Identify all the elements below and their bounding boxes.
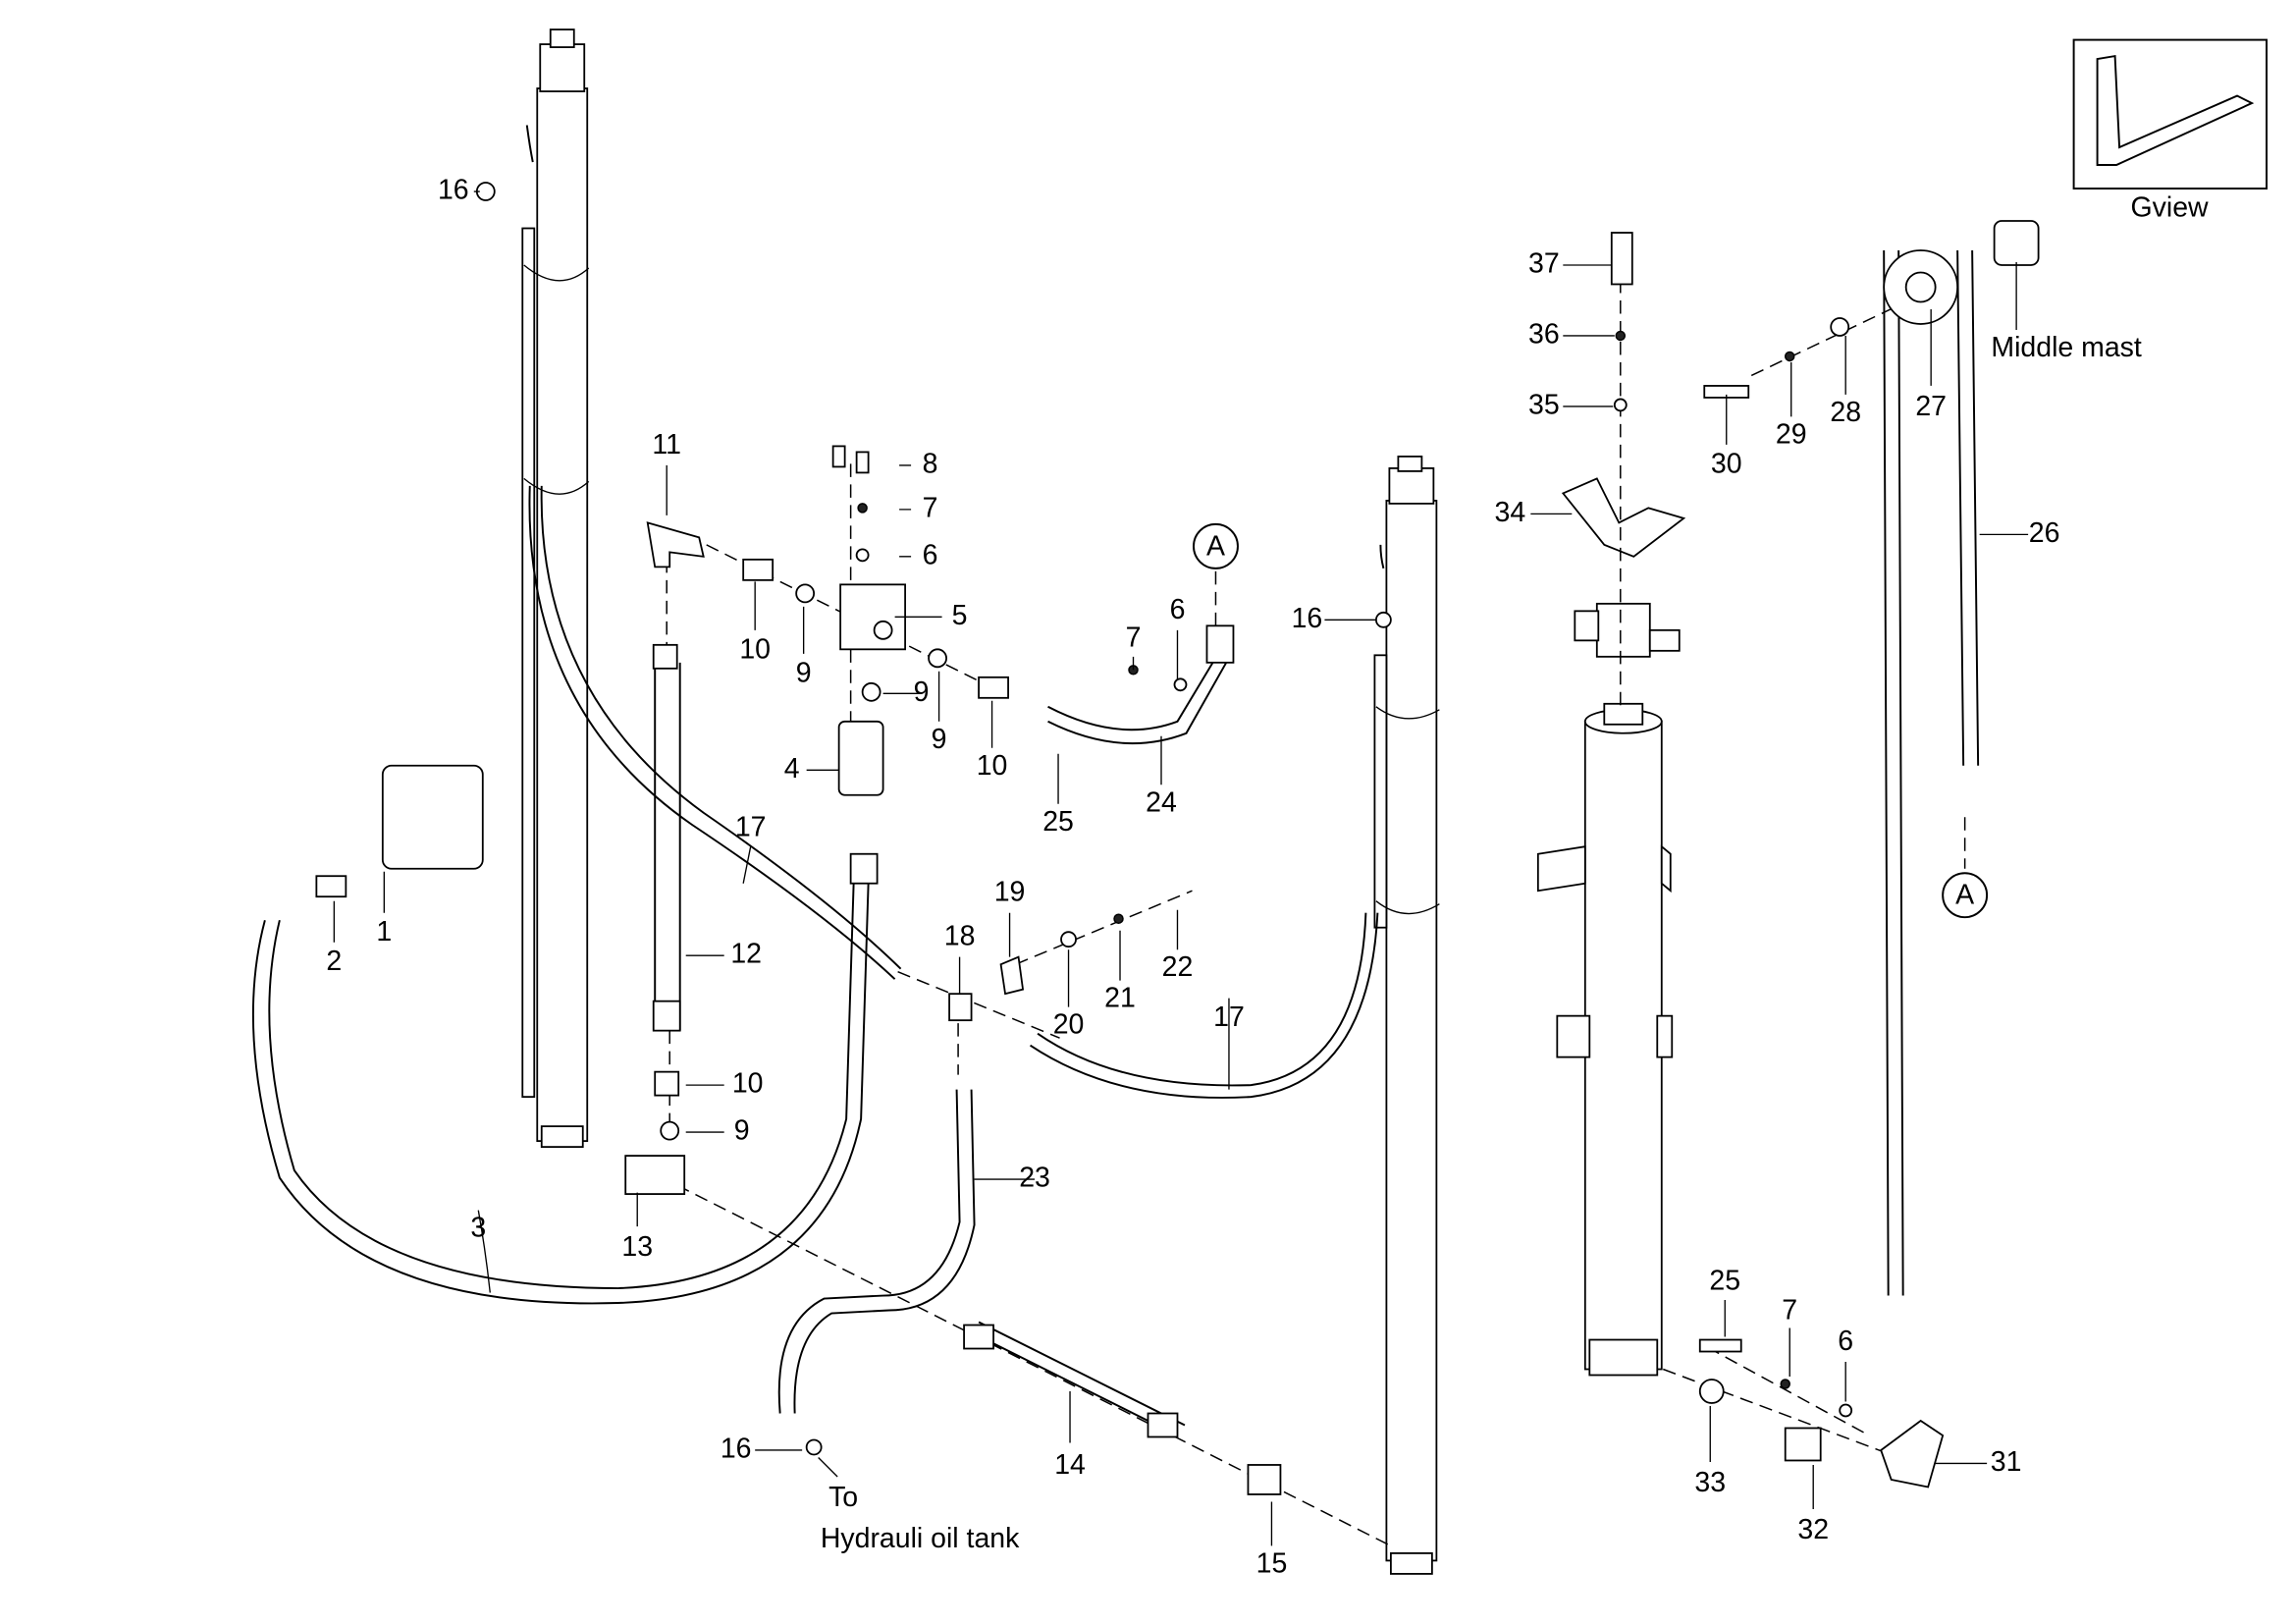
callout-22: 22 [1162,951,1194,983]
callout-7: 7 [923,492,938,523]
gview-label: Gview [2131,192,2210,224]
marker-label: A [1955,880,1974,911]
note-middle-mast: Middle mast [1991,332,2142,363]
callout-27: 27 [1915,391,1947,422]
callout-20: 20 [1053,1009,1085,1041]
callout-24: 24 [1146,786,1177,818]
note-to: To [828,1482,858,1513]
free-lift-cylinder [1536,602,1681,1377]
callout-14: 14 [1054,1449,1086,1481]
note-hydraulic-oil-tank: Hydrauli oil tank [821,1523,1020,1554]
callout-16: 16 [1292,603,1323,634]
callout-11: 11 [652,429,681,460]
callout-12: 12 [730,939,762,970]
callout-9: 9 [914,677,930,708]
callout-26: 26 [2029,517,2060,549]
leader-lines [333,190,2029,1546]
callout-6: 6 [1170,594,1186,625]
callout-19: 19 [994,877,1026,908]
bracket-34 [1561,477,1686,558]
callout-10: 10 [739,633,771,665]
callout-16: 16 [438,175,469,206]
callout-35: 35 [1528,389,1560,420]
marker-a-top: A [1193,522,1239,569]
callout-5: 5 [952,600,968,631]
callout-33: 33 [1694,1467,1726,1498]
callout-9: 9 [796,657,812,688]
callout-21: 21 [1104,983,1136,1014]
callout-4: 4 [784,753,800,785]
callout-17: 17 [735,812,767,843]
callout-29: 29 [1776,418,1807,450]
callout-25: 25 [1709,1266,1740,1297]
callout-10: 10 [732,1068,764,1100]
callout-16: 16 [721,1433,752,1464]
right-lift-cylinder [1373,456,1440,1575]
callout-2: 2 [326,946,342,977]
callout-25: 25 [1042,806,1074,838]
callouts: 16 11 8 7 6 5 10 9 9 9 10 7 6 24 25 16 4… [326,175,2059,1580]
callout-23: 23 [1019,1163,1050,1194]
callout-31: 31 [1991,1446,2022,1478]
callout-7: 7 [1782,1295,1797,1326]
callout-17: 17 [1213,1001,1245,1033]
callout-18: 18 [944,921,976,952]
callout-34: 34 [1495,497,1526,528]
callout-3: 3 [470,1213,486,1244]
gview-inset [2072,38,2268,189]
callout-10: 10 [977,750,1008,782]
hoses [251,249,1980,1436]
callout-37: 37 [1528,248,1560,280]
callout-32: 32 [1797,1514,1829,1545]
callout-9: 9 [932,724,947,755]
callout-6: 6 [1838,1326,1853,1357]
callout-8: 8 [923,448,938,479]
left-lift-cylinder [521,28,590,1149]
callout-30: 30 [1711,448,1742,479]
callout-36: 36 [1528,318,1560,350]
callout-1: 1 [376,916,392,947]
fittings [315,182,2040,1495]
callout-28: 28 [1830,397,1861,428]
callout-6: 6 [923,539,938,570]
marker-label: A [1206,530,1225,562]
notes: To Hydrauli oil tank Middle mast Gview [821,192,2209,1554]
callout-13: 13 [621,1231,653,1263]
callout-9: 9 [734,1115,750,1147]
marker-a-right: A [1942,872,1989,919]
callout-7: 7 [1126,622,1142,653]
callout-15: 15 [1256,1547,1288,1579]
